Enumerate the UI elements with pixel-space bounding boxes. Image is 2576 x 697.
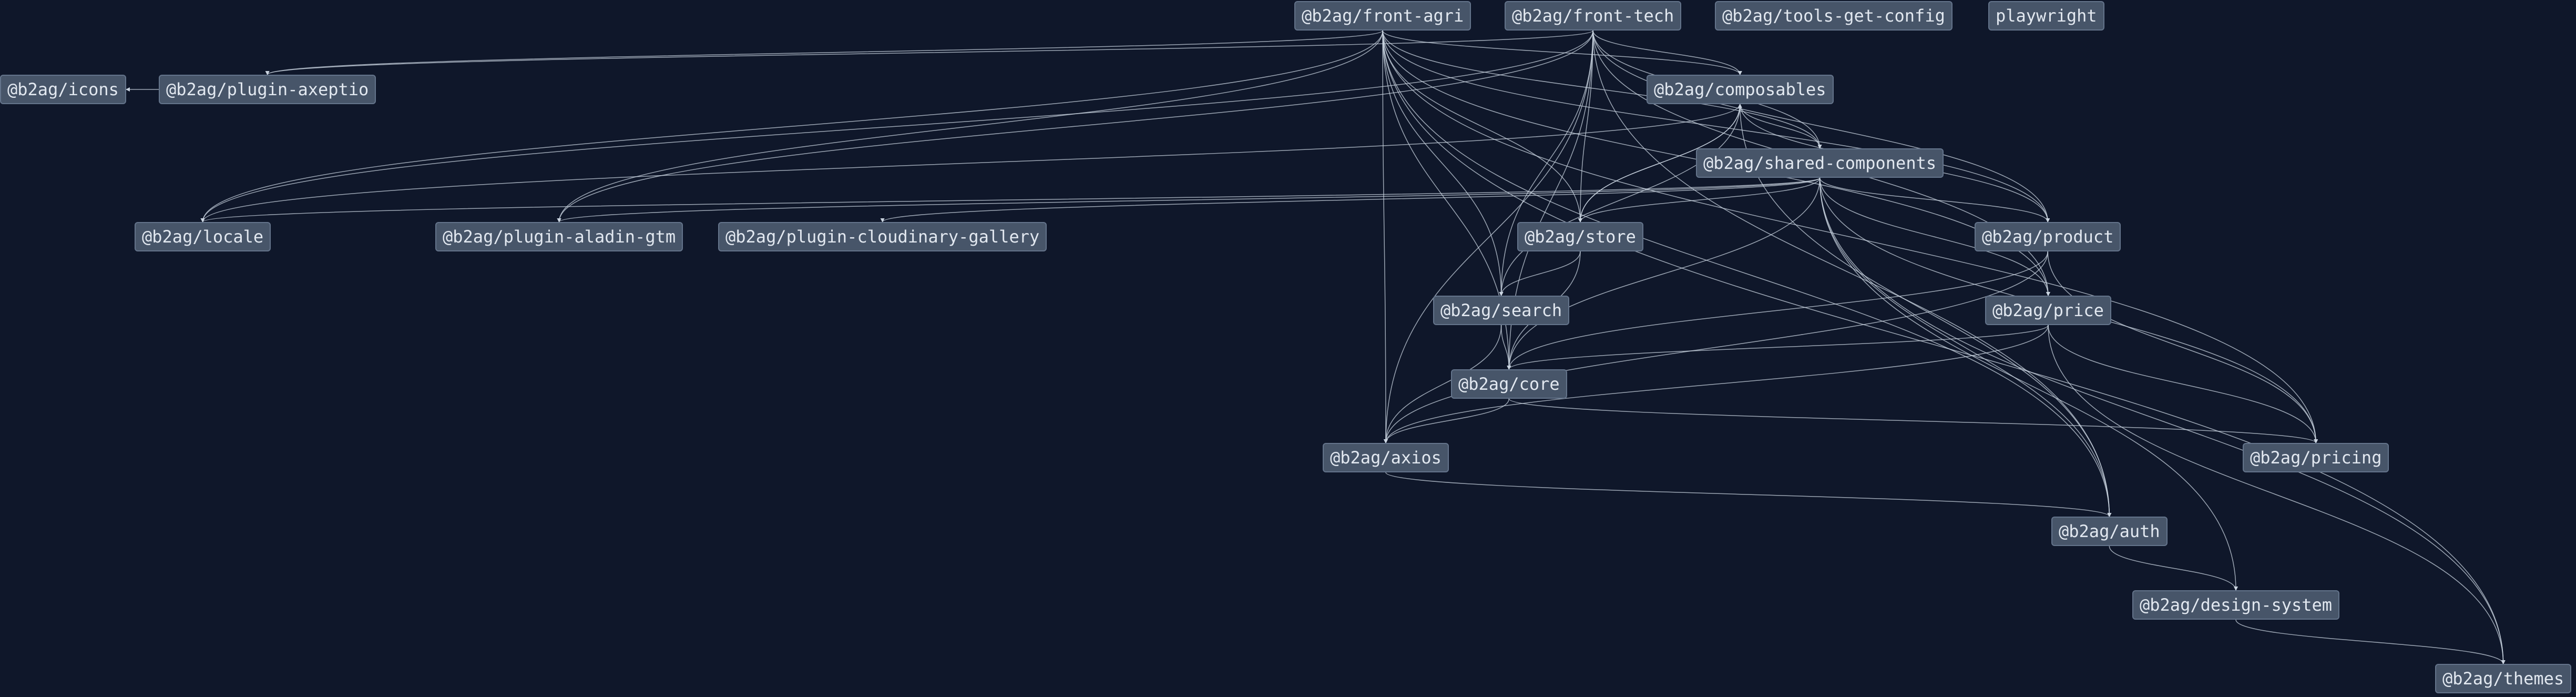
edge-product-to-pricing — [2047, 251, 2318, 443]
edge-front-agri-to-composables — [1382, 30, 1742, 75]
edge-composables-to-locale — [200, 104, 1741, 223]
edge-store-to-search — [1499, 251, 1581, 296]
edge-store-to-composables — [1580, 104, 1742, 223]
edge-front-tech-to-locale — [200, 30, 1593, 223]
edge-front-tech-to-product — [1592, 30, 2050, 223]
node-themes[interactable]: @b2ag/themes — [2435, 664, 2572, 693]
edge-shared-components-to-core — [1507, 177, 1821, 370]
node-price[interactable]: @b2ag/price — [1985, 296, 2111, 325]
edge-search-to-axios — [1383, 325, 1502, 443]
node-product[interactable]: @b2ag/product — [1975, 222, 2121, 251]
edge-shared-components-to-locale — [201, 177, 1821, 223]
node-auth[interactable]: @b2ag/auth — [2051, 517, 2168, 546]
edge-front-tech-to-store — [1578, 30, 1593, 223]
node-playwright[interactable]: playwright — [1988, 1, 2104, 31]
edge-front-agri-to-locale — [200, 30, 1383, 223]
edge-front-agri-to-plugin-aladin-gtm — [557, 30, 1383, 223]
edge-front-agri-to-plugin-axeptio — [265, 30, 1383, 75]
edge-price-to-pricing — [2048, 325, 2318, 443]
edge-front-tech-to-axios — [1383, 30, 1593, 443]
node-locale[interactable]: @b2ag/locale — [135, 222, 271, 251]
edge-front-agri-to-pricing — [1382, 30, 2318, 443]
edge-axios-to-auth — [1385, 472, 2112, 517]
edge-front-agri-to-axios — [1382, 30, 1388, 443]
edge-front-agri-to-shared-components — [1382, 30, 1822, 149]
edge-product-to-core — [1507, 251, 2048, 370]
node-design-system[interactable]: @b2ag/design-system — [2132, 590, 2340, 620]
edge-price-to-core — [1507, 325, 2049, 370]
node-search[interactable]: @b2ag/search — [1433, 296, 1570, 325]
node-core[interactable]: @b2ag/core — [1451, 369, 1567, 399]
edge-price-to-axios — [1384, 325, 2049, 443]
edge-design-system-to-themes — [2235, 619, 2506, 664]
node-pricing[interactable]: @b2ag/pricing — [2243, 443, 2389, 472]
edge-shared-components-to-product — [1819, 177, 2050, 223]
edge-front-agri-to-product — [1382, 30, 2050, 223]
edge-front-agri-to-store — [1382, 30, 1582, 223]
node-axios[interactable]: @b2ag/axios — [1323, 443, 1449, 472]
node-icons[interactable]: @b2ag/icons — [0, 75, 126, 104]
edge-front-tech-to-plugin-aladin-gtm — [557, 30, 1593, 223]
edge-shared-components-to-auth — [1819, 177, 2112, 517]
edge-core-to-axios — [1383, 398, 1510, 443]
edge-price-to-themes — [2048, 325, 2506, 664]
node-front-tech[interactable]: @b2ag/front-tech — [1505, 1, 1682, 31]
node-plugin-axeptio[interactable]: @b2ag/plugin-axeptio — [159, 75, 376, 104]
edge-search-to-core — [1500, 325, 1511, 370]
edge-auth-to-design-system — [2109, 546, 2238, 591]
edge-front-tech-to-search — [1499, 30, 1593, 296]
edge-front-tech-to-composables — [1592, 30, 1742, 75]
edge-composables-to-search — [1499, 104, 1741, 296]
node-plugin-aladin-gtm[interactable]: @b2ag/plugin-aladin-gtm — [435, 222, 683, 251]
edge-core-to-pricing — [1508, 398, 2318, 443]
edge-product-to-axios — [1384, 251, 2048, 443]
edge-shared-components-to-plugin-aladin-gtm — [557, 177, 1821, 223]
edge-front-agri-to-search — [1382, 30, 1504, 296]
node-store[interactable]: @b2ag/store — [1517, 222, 1643, 251]
node-plugin-cloudinary-gallery[interactable]: @b2ag/plugin-cloudinary-gallery — [718, 222, 1047, 251]
edge-front-tech-to-plugin-axeptio — [265, 30, 1593, 75]
edge-shared-components-to-price — [1819, 177, 2050, 296]
edge-front-tech-to-auth — [1592, 30, 2112, 517]
node-tools-get-config[interactable]: @b2ag/tools-get-config — [1715, 1, 1953, 31]
edge-shared-components-to-composables — [1737, 104, 1821, 149]
node-shared-components[interactable]: @b2ag/shared-components — [1696, 148, 1944, 178]
node-front-agri[interactable]: @b2ag/front-agri — [1294, 1, 1471, 31]
edge-front-agri-to-themes — [1382, 30, 2506, 664]
edge-shared-components-to-plugin-cloudinary-gallery — [880, 177, 1821, 223]
edge-shared-components-to-design-system — [1819, 177, 2238, 591]
node-composables[interactable]: @b2ag/composables — [1647, 75, 1834, 104]
edge-shared-components-to-store — [1578, 177, 1821, 223]
edge-front-agri-to-auth — [1382, 30, 2112, 517]
edge-shared-components-to-themes — [1819, 177, 2506, 664]
